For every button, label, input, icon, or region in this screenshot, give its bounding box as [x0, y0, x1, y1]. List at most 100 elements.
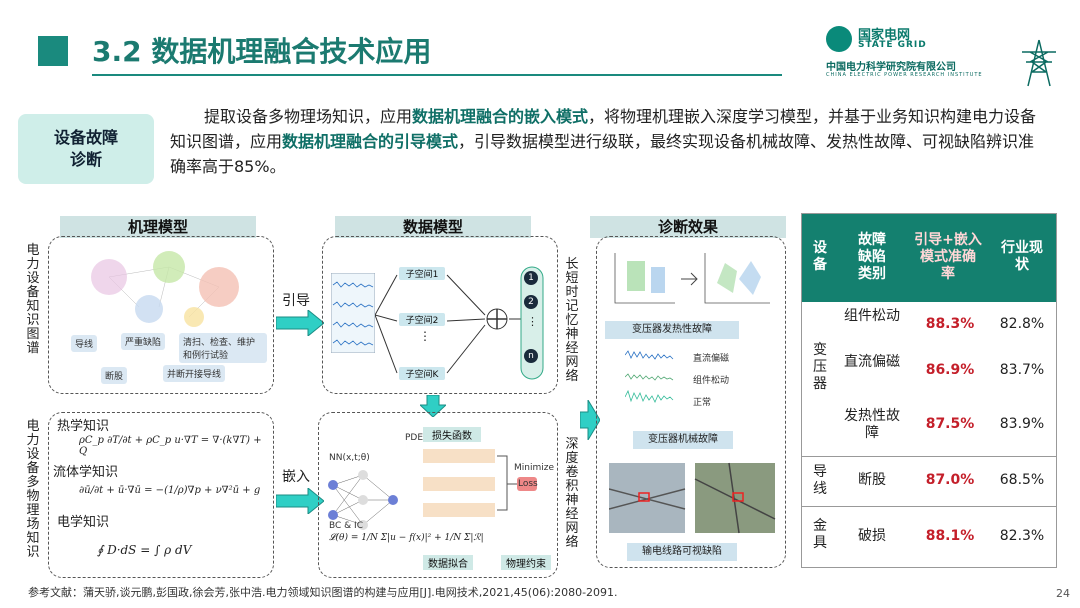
- row-broken-ind: 68.5%: [999, 472, 1045, 488]
- section-diagnosis: 诊断效果: [590, 216, 786, 238]
- signal-waveform-icon: [331, 273, 375, 353]
- row-damage-acc: 88.1%: [925, 528, 975, 544]
- tag-line2: 诊断: [69, 150, 102, 169]
- legend-dc-bias: 直流偏磁: [693, 354, 730, 364]
- kg-node-severe: 严重缺陷: [121, 333, 166, 350]
- title-underline: [92, 74, 782, 76]
- org-name: 中国电力科学研究院有限公司: [826, 62, 956, 73]
- row-damage-type: 破损: [858, 528, 886, 544]
- diagnosis-arrow-icon: [580, 400, 600, 440]
- section-mechanism: 机理模型: [60, 216, 256, 238]
- transformer-3d-plot-icon: [614, 253, 770, 304]
- divider-1: [802, 456, 1056, 457]
- kg-node-disconnect: 并断开接导线: [163, 365, 226, 382]
- subspace-dots: ⋮: [419, 329, 431, 343]
- intro-text-3: ，引导数据模型进行级联，最终实现设备机械故障、发热性故障、可视缺陷辨识准确率高于…: [170, 132, 1035, 176]
- lstm-output-dots: ⋮: [527, 315, 538, 328]
- lstm-vertical-label: 长短时记忆神经网络: [565, 257, 579, 384]
- row-dcbias-type: 直流偏磁: [844, 354, 900, 370]
- page-title: 3.2 数据机理融合技术应用: [92, 35, 432, 68]
- line-defect-label: 输电线路可视缺陷: [627, 543, 737, 561]
- th-accuracy: 引导+嵌入模式准确率: [914, 232, 982, 282]
- pinn-loss-label: Loss: [518, 479, 538, 489]
- row-loose-ind: 82.8%: [999, 316, 1045, 332]
- results-table: 设备 故障缺陷类别 引导+嵌入模式准确率 行业现状 变压器 组件松动 88.3%…: [801, 213, 1057, 568]
- kg-node-broken: 断股: [101, 367, 128, 384]
- org-name-en: CHINA ELECTRIC POWER RESEARCH INSTITUTE: [826, 72, 983, 78]
- pinn-nn-label: NN(x,t;θ): [329, 453, 370, 463]
- guide-arrow-icon: [276, 310, 324, 336]
- pinn-pde-label: PDE(λ): [405, 433, 436, 443]
- row-thermal-ind: 83.9%: [999, 416, 1045, 432]
- vibration-signal-icon: [625, 350, 674, 403]
- intro-text-2: ，将物理机理嵌入深度学习模型，并基于业务知识构建电力设备知识图谱，应用: [170, 107, 1037, 151]
- row-loose-type: 组件松动: [844, 308, 900, 324]
- tag-line1: 设备故障: [53, 128, 118, 147]
- results-table-header: [802, 214, 1056, 302]
- device-conductor: 导线: [813, 464, 827, 497]
- pinn-bc-label: BC & IC: [329, 521, 363, 531]
- lstm-output-2: 2: [524, 295, 538, 309]
- intro-text-1: 提取设备多物理场知识，应用: [204, 107, 413, 126]
- kg-vertical-label: 电力设备知识图谱: [26, 243, 40, 356]
- intro-paragraph: 提取设备多物理场知识，应用数据机理融合的嵌入模式，将物理机理嵌入深度学习模型，并…: [170, 104, 1050, 179]
- embed-arrow-icon: [276, 488, 324, 514]
- thermal-equation: ρC_p ∂T/∂t + ρC_p u·∇T = ∇·(k∇T) + Q: [79, 435, 262, 457]
- logo-cn: 国家电网: [858, 28, 911, 43]
- intro-highlight-2: 数据机理融合的引导模式: [282, 132, 459, 151]
- section-data: 数据模型: [335, 216, 531, 238]
- legend-normal: 正常: [693, 398, 712, 408]
- row-damage-ind: 82.3%: [999, 528, 1045, 544]
- pinn-minimize-label: Minimize: [514, 463, 554, 473]
- thermal-fault-label: 变压器发热性故障: [605, 321, 739, 339]
- pinn-loss-fn-label: 损失函数: [423, 427, 481, 442]
- row-dcbias-acc: 86.9%: [925, 362, 975, 378]
- row-loose-acc: 88.3%: [925, 316, 975, 332]
- lstm-output-n: n: [524, 349, 538, 363]
- cnn-vertical-label: 深度卷积神经网络: [565, 437, 579, 550]
- logo-en: STATE GRID: [858, 40, 927, 50]
- pinn-loss-formula: 𝓛(θ) = 1/N Σ|u − f(x)|² + 1/N Σ|ℛ|: [329, 533, 484, 543]
- subspace-2: 子空间2: [399, 313, 445, 326]
- guide-label: 引导: [282, 293, 310, 309]
- th-industry: 行业现状: [1001, 240, 1043, 273]
- row-thermal-acc: 87.5%: [925, 416, 975, 432]
- down-arrow-icon: [420, 395, 446, 417]
- row-broken-acc: 87.0%: [925, 472, 975, 488]
- lstm-output-1: 1: [524, 271, 538, 285]
- legend-loose: 组件松动: [693, 376, 730, 386]
- phys-vertical-label: 电力设备多物理场知识: [26, 419, 40, 560]
- th-fault-type: 故障缺陷类别: [858, 232, 886, 282]
- neural-net-icon: [328, 470, 398, 530]
- page-number: 24: [1056, 587, 1070, 600]
- thermal-label: 热学知识: [57, 419, 110, 434]
- kg-node-conductor: 导线: [71, 335, 98, 352]
- knowledge-graph-box: 导线 严重缺陷 清扫、检查、维护和例行试验 断股 并断开接导线: [48, 236, 274, 394]
- row-broken-type: 断股: [858, 472, 886, 488]
- topic-tag: 设备故障诊断: [18, 114, 154, 184]
- pinn-box: NN(x,t;θ) PDE(λ) 损失函数 Loss Minimize BC &…: [318, 412, 558, 578]
- physics-box: 热学知识 ρC_p ∂T/∂t + ρC_p u·∇T = ∇·(k∇T) + …: [48, 412, 274, 578]
- title-marker: [38, 36, 68, 66]
- lstm-box: 子空间1 子空间2 ⋮ 子空间K 1 2 ⋮ n: [322, 236, 558, 394]
- row-dcbias-ind: 83.7%: [999, 362, 1045, 378]
- knowledge-graph-icon: [91, 251, 239, 327]
- subspace-1: 子空间1: [399, 267, 445, 280]
- reference-text: 参考文献：蒲天骄,谈元鹏,彭国政,徐会芳,张中浩.电力领域知识图谱的构建与应用[…: [28, 586, 618, 599]
- embed-label: 嵌入: [282, 469, 310, 485]
- em-label: 电学知识: [57, 515, 110, 530]
- pinn-fit-label: 数据拟合: [423, 555, 473, 570]
- mech-fault-label: 变压器机械故障: [633, 431, 733, 449]
- pinn-phys-constraint-label: 物理约束: [501, 555, 551, 570]
- em-equation: ∮ D·dS = ∫ ρ dV: [97, 543, 192, 557]
- divider-2: [802, 506, 1056, 507]
- fluid-label: 流体学知识: [53, 465, 119, 480]
- power-tower-icon: [1022, 39, 1056, 87]
- row-thermal-type: 发热性故障: [844, 408, 900, 441]
- subspace-k: 子空间K: [399, 367, 445, 380]
- kg-node-maintain: 清扫、检查、维护和例行试验: [179, 333, 267, 363]
- intro-highlight-1: 数据机理融合的嵌入模式: [412, 107, 589, 126]
- pinn-loss-diagram: [423, 449, 537, 517]
- transmission-line-photo-icon: [609, 462, 776, 534]
- fluid-equation: ∂ū/∂t + ū·∇ū = −(1/ρ)∇p + ν∇²ū + g: [79, 485, 261, 496]
